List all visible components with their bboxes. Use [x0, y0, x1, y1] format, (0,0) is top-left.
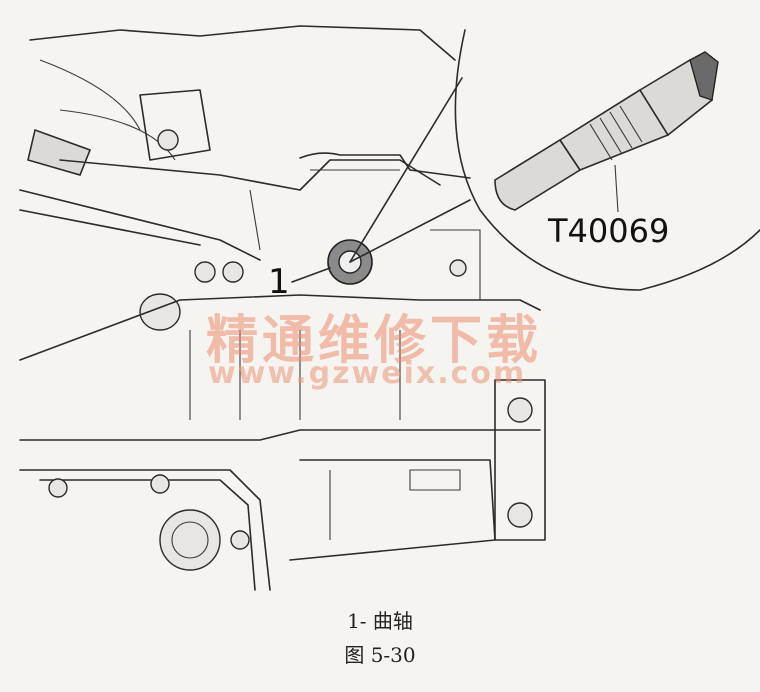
tool-t40069 [494, 51, 719, 211]
engine-block-illustration: T40069 1 [19, 25, 760, 591]
engine-diagram: T40069 1 [19, 25, 760, 591]
figure-caption: 1- 曲轴 图 5-30 [0, 604, 760, 672]
tool-label: T40069 [547, 212, 669, 250]
watermark-url: www.gzweix.com [208, 356, 527, 391]
callout-number: 1 [268, 262, 290, 302]
caption-figure-number: 图 5-30 [344, 643, 416, 667]
watermark-title: 精通维修下载 [206, 310, 543, 371]
caption-legend: 1- 曲轴 [347, 609, 413, 633]
